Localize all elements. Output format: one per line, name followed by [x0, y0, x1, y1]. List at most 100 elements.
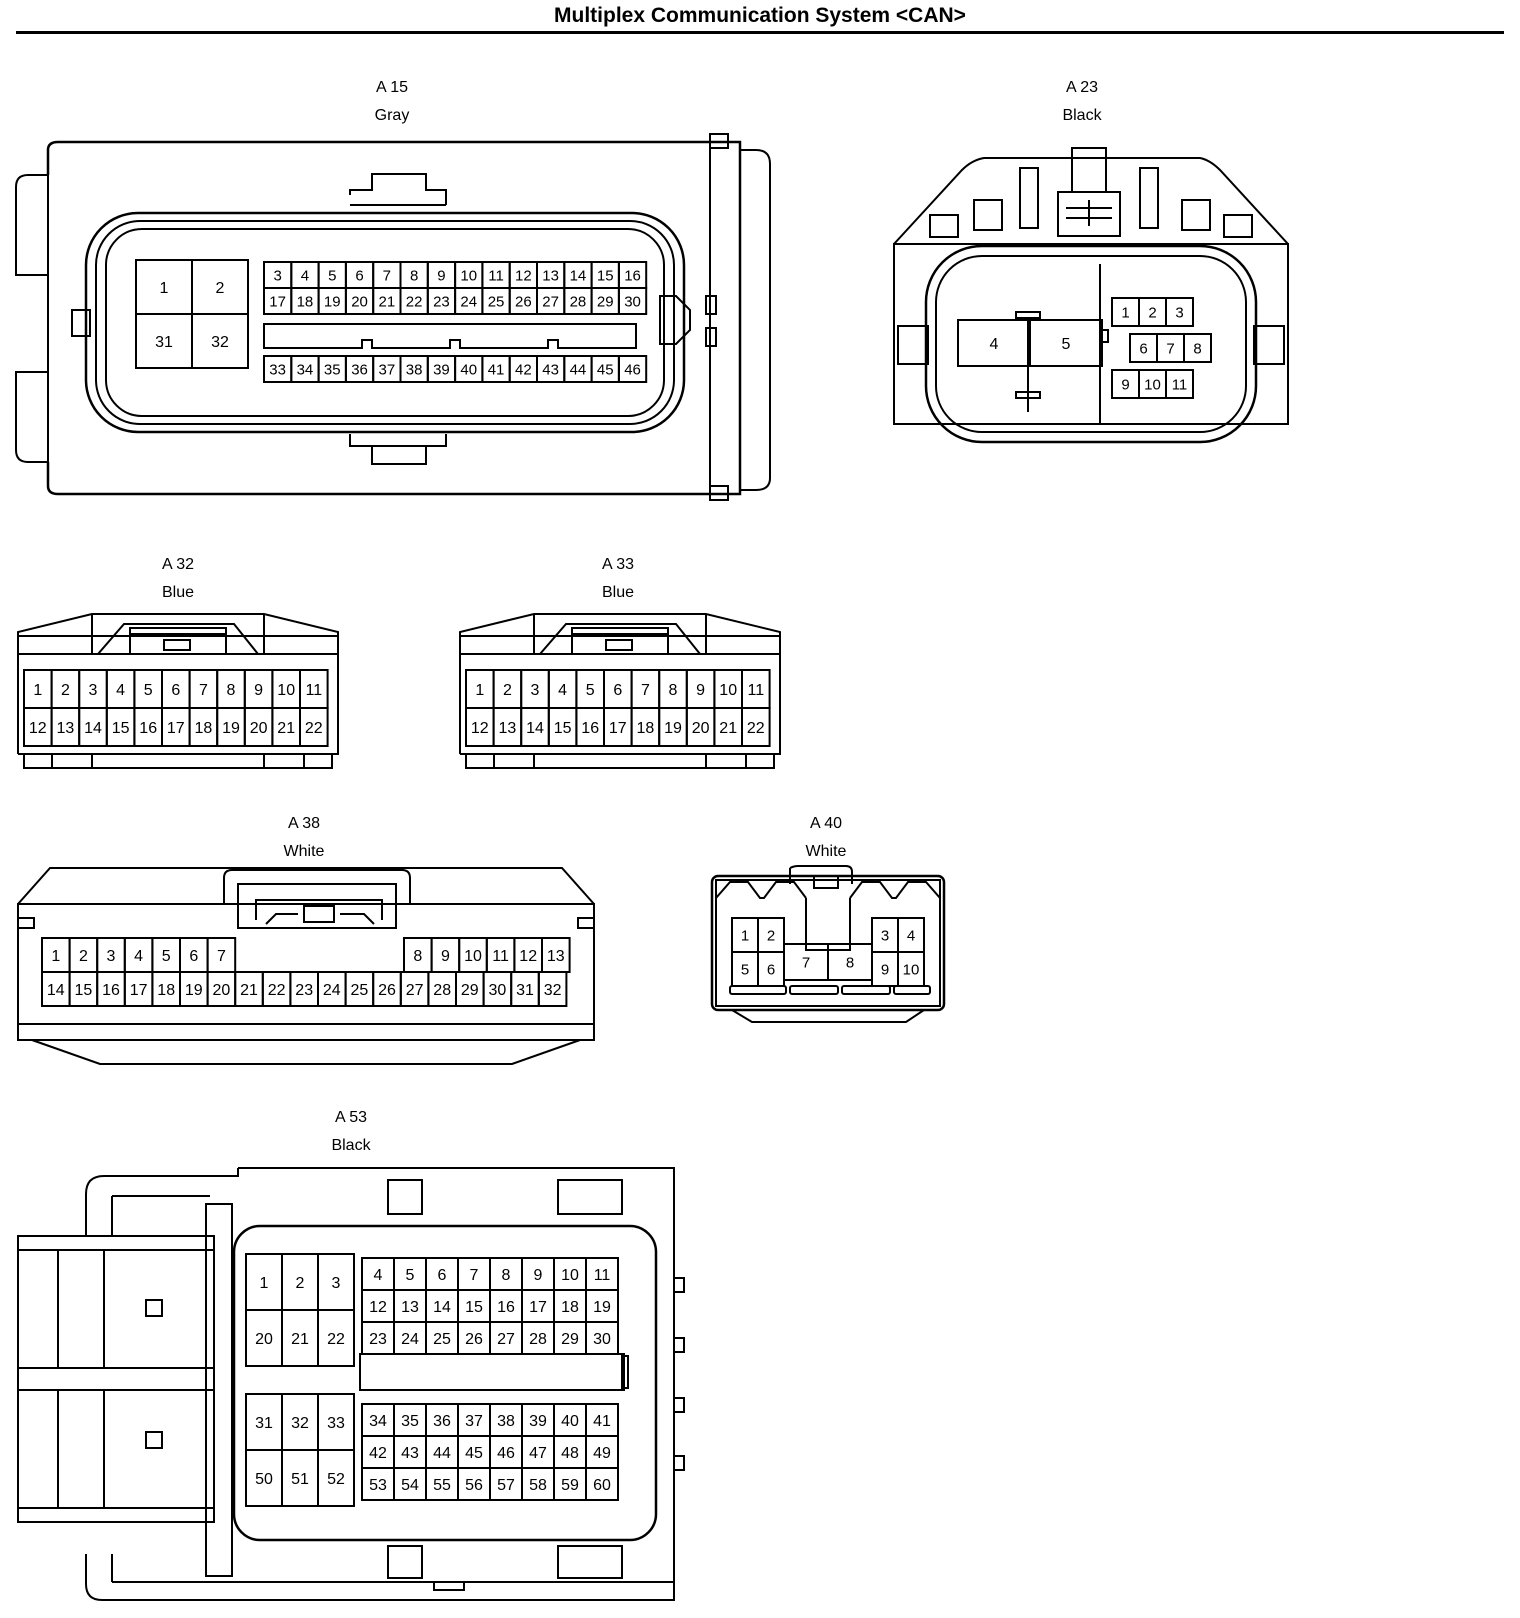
pin-cell: 47 [521, 1435, 555, 1469]
pin-number: 7 [217, 948, 226, 965]
pin-cell: 51 [281, 1449, 319, 1507]
pin-number: 47 [529, 1445, 547, 1462]
pin-box [1029, 319, 1103, 367]
pin-cell: 35 [393, 1403, 427, 1437]
pin-number: 26 [378, 982, 396, 999]
pin-number: 11 [747, 682, 764, 699]
pin-cell: 50 [245, 1449, 283, 1507]
pin-cell: 7 [188, 669, 219, 709]
pin-cell: 2 [191, 259, 249, 315]
pin-cell: 3 [520, 669, 550, 709]
pin-cell: 11 [485, 937, 516, 973]
pin-number: 7 [383, 267, 391, 284]
pin-cell: 27 [489, 1321, 523, 1355]
pin-cell: 30 [585, 1321, 619, 1355]
pin-cell: 11 [299, 669, 329, 709]
pin-cell: 4 [957, 319, 1031, 367]
pin-cell: 16 [489, 1289, 523, 1323]
pin-cell: 26 [508, 287, 539, 315]
pin-cell: 25 [425, 1321, 459, 1355]
pin-number: 1 [260, 1275, 269, 1292]
pin-number: 18 [561, 1299, 579, 1316]
pin-cell: 22 [399, 287, 429, 315]
pin-cell: 21 [234, 971, 264, 1007]
pin-number: 31 [255, 1415, 273, 1432]
pin-cell: 6 [757, 951, 785, 987]
pin-cell: 3 [317, 1253, 355, 1311]
pin-number: 18 [637, 720, 655, 737]
connector-color: Gray [374, 107, 410, 124]
pin-number: 3 [273, 267, 281, 284]
pin-cell: 27 [536, 287, 566, 315]
pin-cell: 6 [425, 1257, 459, 1291]
pin-cell: 5 [1029, 319, 1103, 367]
pin-number: 21 [277, 720, 295, 737]
pin-number: 41 [593, 1413, 611, 1430]
pin-cell: 41 [585, 1403, 619, 1437]
pin-number: 24 [323, 982, 341, 999]
pin-cell: 4 [105, 669, 136, 709]
pin-number: 20 [250, 720, 268, 737]
pin-number: 8 [502, 1267, 511, 1284]
pin-cell: 1 [245, 1253, 283, 1311]
pin-cell: 13 [492, 707, 523, 747]
pin-number: 3 [1175, 304, 1183, 321]
pin-number: 28 [529, 1331, 547, 1348]
pin-cell: 45 [590, 355, 620, 383]
pin-number: 11 [1172, 376, 1188, 393]
pin-cell: 16 [617, 261, 648, 289]
pin-number: 17 [609, 720, 627, 737]
pin-number: 44 [570, 361, 587, 378]
connector-id: A 23 [1065, 79, 1099, 96]
pin-cell: 37 [372, 355, 402, 383]
pin-number: 10 [1144, 376, 1161, 393]
pin-number: 59 [561, 1477, 579, 1494]
pin-cell: 13 [393, 1289, 427, 1323]
pin-cell: 24 [454, 287, 484, 315]
pin-cell: 9 [426, 261, 457, 289]
pin-number: 21 [379, 293, 396, 310]
pin-number: 10 [903, 961, 920, 978]
pin-cell: 12 [508, 261, 539, 289]
pin-number: 19 [664, 720, 682, 737]
pin-number: 4 [301, 267, 309, 284]
pin-cell: 56 [457, 1467, 491, 1501]
pin-number: 40 [460, 361, 477, 378]
pin-number: 31 [516, 982, 534, 999]
pin-cell: 17 [123, 971, 154, 1007]
pin-number: 37 [379, 361, 396, 378]
pin-cell: 12 [23, 707, 53, 747]
pin-cell: 13 [541, 937, 571, 973]
pin-cell: 39 [521, 1403, 555, 1437]
pin-number: 35 [401, 1413, 419, 1430]
pin-cell: 6 [344, 261, 375, 289]
pin-cell: 5 [317, 261, 347, 289]
pin-number: 29 [597, 293, 614, 310]
pin-number: 4 [374, 1267, 383, 1284]
pin-cell: 2 [68, 937, 99, 973]
pin-box [585, 1467, 619, 1501]
pin-cell: 40 [454, 355, 484, 383]
pin-cell: 23 [426, 287, 457, 315]
pin-number: 5 [1062, 336, 1071, 353]
pin-cell: 4 [290, 261, 320, 289]
pin-cell: 2 [1138, 297, 1167, 327]
pin-cell: 13 [536, 261, 566, 289]
pin-cell: 30 [482, 971, 513, 1007]
pin-cell: 37 [457, 1403, 491, 1437]
pin-cell: 2 [281, 1253, 319, 1311]
pin-number: 53 [369, 1477, 387, 1494]
connector-color: Blue [601, 584, 635, 601]
pin-number: 7 [199, 682, 208, 699]
pin-box [317, 1449, 355, 1507]
pin-number: 3 [881, 927, 889, 944]
pin-number: 2 [216, 280, 225, 297]
connector-label-a40: A 40 White [766, 810, 886, 866]
pin-cell: 32 [281, 1393, 319, 1451]
pin-number: 2 [79, 948, 88, 965]
pin-number: 1 [33, 682, 42, 699]
pin-cell: 18 [553, 1289, 587, 1323]
